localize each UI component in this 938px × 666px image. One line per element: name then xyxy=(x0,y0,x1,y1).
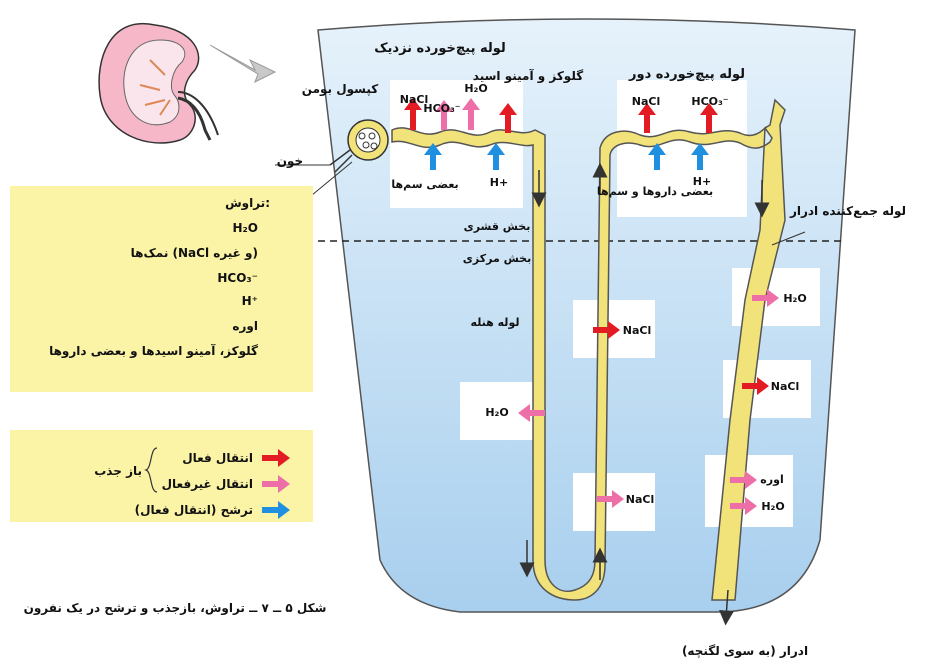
label-bowman: کپسول بومن xyxy=(302,82,378,97)
chem-nacl-loop-2: NaCl xyxy=(626,493,654,506)
filtration-item: H₂O xyxy=(233,221,259,235)
cd-pointer-line xyxy=(771,231,806,246)
filtration-item: HCO₃⁻ xyxy=(217,271,258,285)
filtration-item: اوره xyxy=(232,319,258,334)
figure-caption: شکل ۵ ــ ۷ ــ تراوش، بازجذب و ترشح در یک… xyxy=(24,601,327,616)
loop-nacl-arrow-2 xyxy=(597,490,624,508)
chem-h2o-pct: H₂O xyxy=(464,82,487,95)
filtration-item: گلوکز، آمینو اسیدها و بعضی داروها xyxy=(49,343,258,359)
loop-h2o-arrow xyxy=(518,404,545,422)
cd-h2o-arrow-2 xyxy=(730,497,757,515)
label-collecting-duct: لوله جمع‌کننده ادرار xyxy=(789,204,906,219)
flow-arrow xyxy=(719,589,735,626)
chem-nacl-dct: NaCl xyxy=(632,95,660,108)
cd-h2o-arrow xyxy=(752,289,779,307)
legend-active-label: انتقال فعال xyxy=(182,451,253,465)
legend-swatches xyxy=(144,447,290,519)
cd-nacl-arrow xyxy=(742,377,769,395)
label-dct: لوله پیچ‌خورده دور xyxy=(628,67,745,82)
loop-nacl-arrow-1 xyxy=(593,321,620,339)
legend-secretion-label: ترشح (انتقال فعال) xyxy=(135,503,253,517)
filtration-item: نمک‌ها (NaCl و غیره) xyxy=(131,246,258,261)
pct-arrows xyxy=(404,98,517,170)
box-urea-cd xyxy=(705,455,793,527)
chem-hplus-pct: H+ xyxy=(490,176,508,189)
filtration-item: H⁺ xyxy=(242,294,258,308)
label-cortex: بخش قشری xyxy=(464,220,531,233)
label-blood: خون xyxy=(277,154,303,169)
label-some-toxins: بعضی سم‌ها xyxy=(391,178,458,191)
label-glucose-amino: گلوکز و آمینو اسید xyxy=(473,68,583,84)
label-loop: لوله هنله xyxy=(471,316,520,329)
legend-reabsorption-label: باز جذب xyxy=(94,464,142,478)
chem-hco3-dct: HCO₃⁻ xyxy=(691,95,728,108)
chem-urea-cd: اوره xyxy=(760,473,783,486)
chem-h2o-cd: H₂O xyxy=(783,292,806,305)
chem-nacl-loop-1: NaCl xyxy=(623,324,651,337)
label-urine: ادرار (به سوی لگنچه) xyxy=(682,644,808,659)
dct-arrows xyxy=(638,103,718,170)
chem-nacl-pct: NaCl xyxy=(400,93,428,106)
legend-brace xyxy=(144,447,158,493)
cd-urea-arrow xyxy=(730,471,757,489)
label-medulla: بخش مرکزی xyxy=(463,252,531,265)
dct-box xyxy=(617,80,747,217)
legend-secretion-arrow xyxy=(262,501,290,519)
legend-active-arrow xyxy=(262,449,290,467)
chem-nacl-cd: NaCl xyxy=(771,380,799,393)
legend-passive-label: انتقال غیرفعال xyxy=(162,477,253,491)
filtration-panel xyxy=(10,186,313,392)
kidney-icon xyxy=(98,22,219,144)
label-pct: لوله پیچ‌خورده نزدیک xyxy=(374,41,506,56)
filtration-title: تراوش: xyxy=(225,196,270,211)
pointer-arrow xyxy=(209,44,277,84)
filtration-pointer-line xyxy=(305,161,353,201)
chem-hco3-pct: HCO₃⁻ xyxy=(423,102,460,115)
label-some-drugs-toxins: بعضی داروها و سم‌ها xyxy=(597,185,713,198)
legend-panel xyxy=(10,430,313,522)
bowman-capsule-icon xyxy=(329,119,389,173)
legend-passive-arrow xyxy=(262,475,290,493)
chem-hplus-dct: H+ xyxy=(693,175,711,188)
chem-h2o-loop: H₂O xyxy=(485,406,508,419)
chem-h2o-cd-2: H₂O xyxy=(761,500,784,513)
